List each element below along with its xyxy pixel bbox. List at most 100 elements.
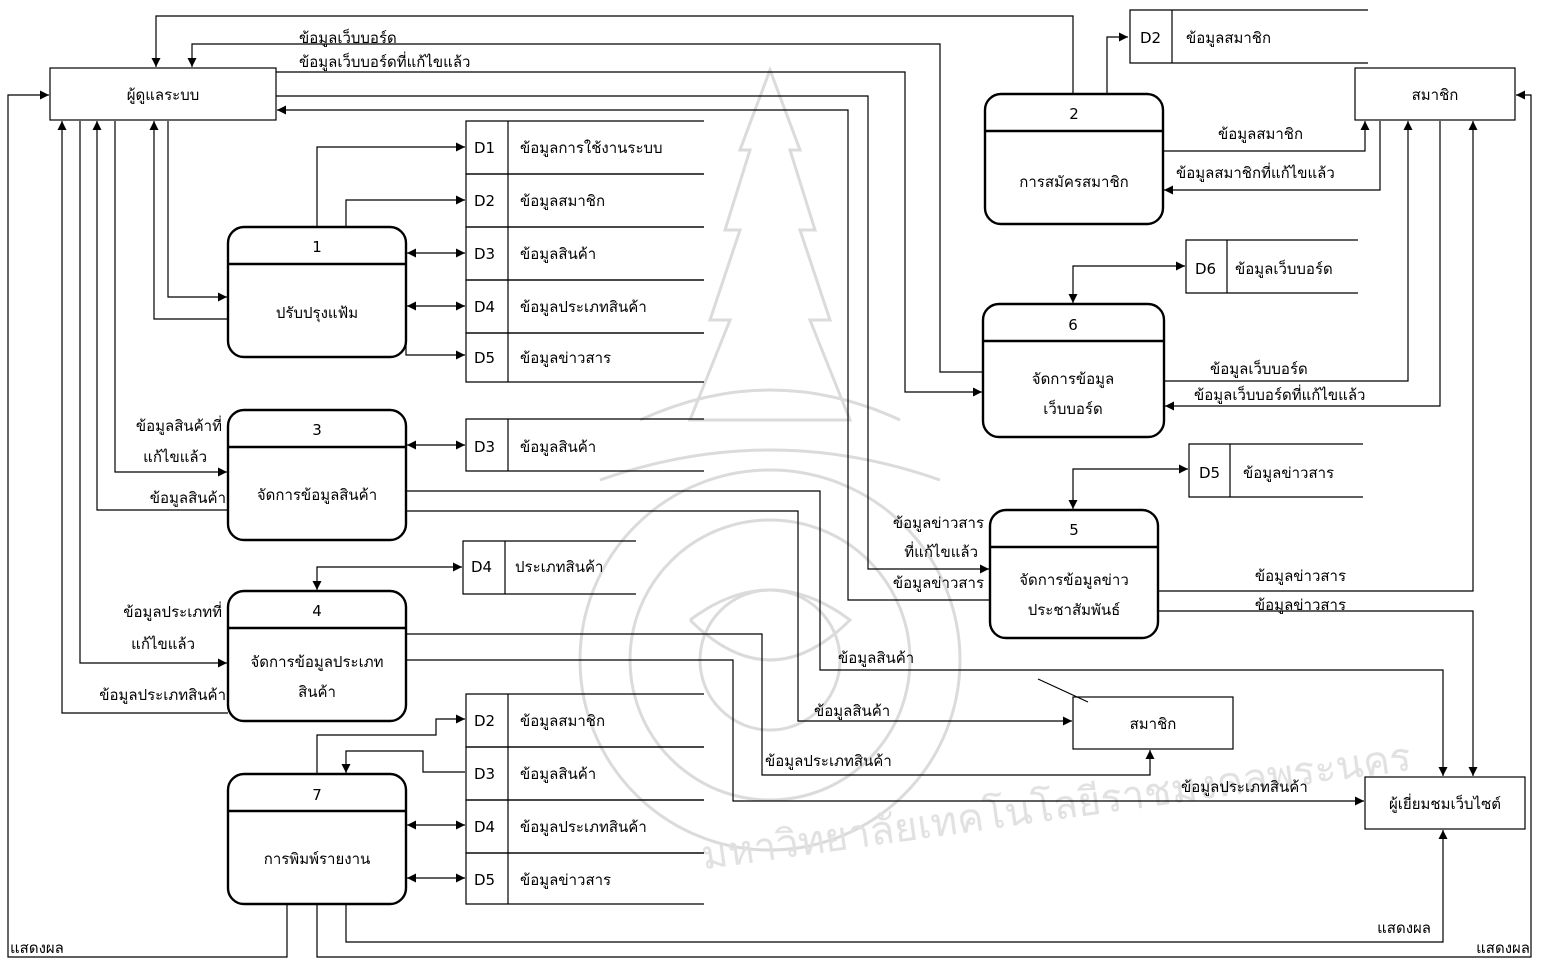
data-stores: D1 ข้อมูลการใช้งานระบบ D2 ข้อมูลสมาชิก D3 ข… bbox=[462, 9, 1368, 905]
flow-label: ข้อมูลประเภทที่ bbox=[123, 601, 222, 621]
store-id: D3 bbox=[474, 245, 495, 263]
store-name: ข้อมูลเว็บบอร์ด bbox=[1235, 259, 1333, 278]
flow-label: ข้อมูลสินค้า bbox=[814, 702, 890, 720]
store-id: D4 bbox=[471, 558, 492, 576]
process-4-number: 4 bbox=[312, 602, 322, 620]
flow-label: ข้อมูลข่าวสาร bbox=[1255, 596, 1346, 614]
store-id: D6 bbox=[1195, 260, 1216, 278]
process-2-number: 2 bbox=[1069, 105, 1079, 123]
process-3-label: จัดการข้อมูลสินค้า bbox=[257, 486, 377, 504]
flow-label: ข้อมูลประเภทสินค้า bbox=[1181, 778, 1308, 796]
process-5-label-2: ประชาสัมพันธ์ bbox=[1028, 601, 1121, 619]
process-5-label-1: จัดการข้อมูลข่าว bbox=[1019, 571, 1129, 589]
process-5: 5 จัดการข้อมูลข่าว ประชาสัมพันธ์ bbox=[988, 508, 1160, 640]
process-7-label: การพิมพ์รายงาน bbox=[264, 850, 371, 868]
store-d5-p7: D5 ข้อมูลข่าวสาร bbox=[465, 852, 704, 905]
store-d6: D6 ข้อมูลเว็บบอร์ด bbox=[1185, 239, 1358, 294]
process-2-label: การสมัครสมาชิก bbox=[1019, 173, 1128, 191]
store-id: D5 bbox=[474, 349, 495, 367]
store-name: ข้อมูลข่าวสาร bbox=[1243, 464, 1334, 482]
process-3-number: 3 bbox=[312, 421, 322, 439]
entity-member-bottom-label: สมาชิก bbox=[1130, 715, 1177, 733]
store-d5-p5: D5 ข้อมูลข่าวสาร bbox=[1188, 443, 1363, 498]
process-1: 1 ปรับปรุงแฟ้ม bbox=[226, 225, 408, 359]
store-name: ข้อมูลประเภทสินค้า bbox=[520, 818, 647, 836]
flow-label: แสดงผล bbox=[1377, 919, 1431, 937]
store-d4-p7: D4 ข้อมูลประเภทสินค้า bbox=[465, 799, 704, 854]
process-4-label-1: จัดการข้อมูลประเภท bbox=[251, 653, 384, 671]
store-d4-p4: D4 ประเภทสินค้า bbox=[462, 540, 636, 595]
process-6-number: 6 bbox=[1068, 316, 1078, 334]
store-d5: D5 ข้อมูลข่าวสาร bbox=[465, 332, 704, 383]
store-name: ข้อมูลการใช้งานระบบ bbox=[520, 139, 663, 157]
process-7-number: 7 bbox=[312, 786, 322, 804]
store-d3-p7: D3 ข้อมูลสินค้า bbox=[465, 746, 704, 801]
process-2: 2 การสมัครสมาชิก bbox=[983, 92, 1165, 226]
process-7: 7 การพิมพ์รายงาน bbox=[226, 772, 408, 906]
store-id: D3 bbox=[474, 438, 495, 456]
process-3: 3 จัดการข้อมูลสินค้า bbox=[226, 408, 408, 542]
flow-label: ข้อมูลสินค้า bbox=[838, 649, 914, 667]
store-name: ข้อมูลสินค้า bbox=[520, 765, 596, 783]
flow-label: ข้อมูลประเภทสินค้า bbox=[99, 686, 226, 704]
store-d2-p2: D2 ข้อมูลสมาชิก bbox=[1129, 9, 1368, 64]
flow-label: ข้อมูลเว็บบอร์ดที่แก้ไขแล้ว bbox=[1194, 384, 1365, 404]
store-name: ข้อมูลประเภทสินค้า bbox=[520, 298, 647, 316]
store-d1: D1 ข้อมูลการใช้งานระบบ bbox=[465, 120, 704, 175]
flow-label: แก้ไขแล้ว bbox=[143, 448, 207, 466]
store-name: ข้อมูลสินค้า bbox=[520, 438, 596, 456]
entity-visitor-label: ผู้เยี่ยมชมเว็บไซต์ bbox=[1389, 793, 1501, 813]
process-1-label: ปรับปรุงแฟ้ม bbox=[276, 304, 358, 323]
process-6-label-1: จัดการข้อมูล bbox=[1032, 370, 1114, 388]
entity-admin-label: ผู้ดูแลระบบ bbox=[127, 86, 200, 104]
entity-admin: ผู้ดูแลระบบ bbox=[49, 67, 277, 121]
process-6-label-2: เว็บบอร์ด bbox=[1043, 399, 1102, 418]
process-1-number: 1 bbox=[312, 238, 322, 256]
store-id: D3 bbox=[474, 765, 495, 783]
entity-member-bottom: สมาชิก bbox=[1037, 678, 1234, 750]
flow-label: ข้อมูลข่าวสาร bbox=[1255, 567, 1346, 585]
process-4: 4 จัดการข้อมูลประเภท สินค้า bbox=[226, 589, 408, 723]
store-id: D2 bbox=[474, 192, 495, 210]
store-name: ประเภทสินค้า bbox=[515, 558, 603, 576]
store-name: ข้อมูลข่าวสาร bbox=[520, 349, 611, 367]
store-name: ข้อมูลสมาชิก bbox=[520, 192, 605, 210]
store-d4: D4 ข้อมูลประเภทสินค้า bbox=[465, 279, 704, 334]
process-5-number: 5 bbox=[1069, 521, 1079, 539]
store-id: D2 bbox=[1140, 29, 1161, 47]
store-name: ข้อมูลสมาชิก bbox=[520, 712, 605, 730]
store-id: D4 bbox=[474, 818, 495, 836]
store-name: ข้อมูลสมาชิก bbox=[1186, 29, 1271, 47]
store-d3-p3: D3 ข้อมูลสินค้า bbox=[465, 418, 704, 472]
store-d3: D3 ข้อมูลสินค้า bbox=[465, 226, 704, 281]
flow-labels: ข้อมูลเว็บบอร์ด ข้อมูลเว็บบอร์ดที่แก้ไขแ… bbox=[10, 28, 1530, 957]
process-6: 6 จัดการข้อมูล เว็บบอร์ด bbox=[981, 302, 1166, 439]
flow-label: ข้อมูลสมาชิกที่แก้ไขแล้ว bbox=[1176, 162, 1335, 182]
flow-label: ข้อมูลเว็บบอร์ด bbox=[299, 28, 397, 47]
flow-label: ข้อมูลสมาชิก bbox=[1218, 125, 1303, 143]
entity-member-top: สมาชิก bbox=[1354, 67, 1516, 121]
store-name: ข้อมูลสินค้า bbox=[520, 245, 596, 263]
entity-visitor: ผู้เยี่ยมชมเว็บไซต์ bbox=[1364, 776, 1526, 830]
flow-label: แก้ไขแล้ว bbox=[131, 635, 195, 653]
store-id: D2 bbox=[474, 712, 495, 730]
flow-label: ข้อมูลเว็บบอร์ดที่แก้ไขแล้ว bbox=[299, 51, 470, 71]
store-id: D1 bbox=[474, 139, 495, 157]
flow-label: แสดงผล bbox=[10, 939, 64, 957]
flow-label: ข้อมูลสินค้า bbox=[150, 489, 226, 507]
flow-label: ที่แก้ไขแล้ว bbox=[904, 541, 978, 561]
store-id: D5 bbox=[1199, 464, 1220, 482]
flow-label: แสดงผล bbox=[1476, 939, 1530, 957]
process-4-label-2: สินค้า bbox=[298, 683, 336, 701]
store-id: D5 bbox=[474, 871, 495, 889]
store-d2: D2 ข้อมูลสมาชิก bbox=[465, 173, 704, 228]
flow-label: ข้อมูลสินค้าที่ bbox=[136, 415, 222, 435]
flow-label: ข้อมูลเว็บบอร์ด bbox=[1210, 359, 1308, 378]
store-name: ข้อมูลข่าวสาร bbox=[520, 871, 611, 889]
flow-label: ข้อมูลข่าวสาร bbox=[893, 574, 984, 592]
flow-label: ข้อมูลประเภทสินค้า bbox=[765, 752, 892, 770]
store-id: D4 bbox=[474, 298, 495, 316]
flow-lines bbox=[7, 15, 1532, 958]
flow-label: ข้อมูลข่าวสาร bbox=[893, 514, 984, 532]
